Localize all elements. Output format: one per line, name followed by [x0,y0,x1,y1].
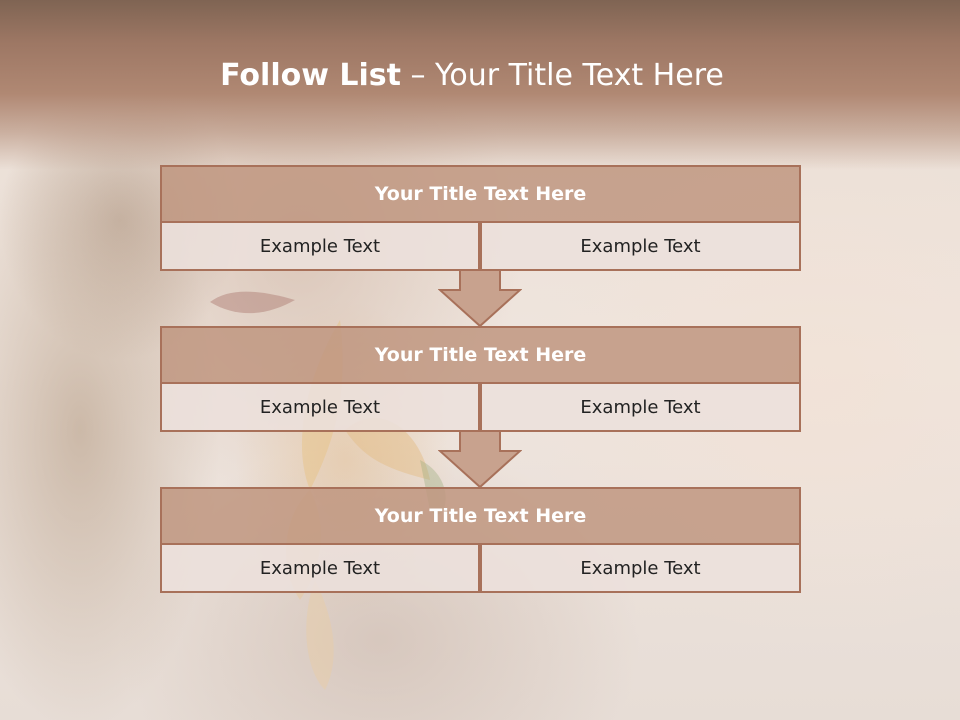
down-arrow-icon [438,269,522,328]
block-title[interactable]: Your Title Text Here [160,326,801,384]
block-right-text[interactable]: Example Text [480,382,801,432]
slide-title-bold: Follow List [220,58,401,93]
block-title[interactable]: Your Title Text Here [160,165,801,223]
flow-block-3: Your Title Text Here Example Text Exampl… [160,487,801,593]
flow-block-2: Your Title Text Here Example Text Exampl… [160,326,801,432]
block-right-text[interactable]: Example Text [480,543,801,593]
block-left-text[interactable]: Example Text [160,382,480,432]
block-title[interactable]: Your Title Text Here [160,487,801,545]
lips-decoration [210,291,295,314]
block-left-text[interactable]: Example Text [160,543,480,593]
block-left-text[interactable]: Example Text [160,221,480,271]
flow-block-1: Your Title Text Here Example Text Exampl… [160,165,801,271]
slide-title-rest: – Your Title Text Here [400,58,724,93]
down-arrow-icon [438,430,522,489]
block-right-text[interactable]: Example Text [480,221,801,271]
title-band [0,0,960,170]
slide-title: Follow List – Your Title Text Here [0,56,944,96]
